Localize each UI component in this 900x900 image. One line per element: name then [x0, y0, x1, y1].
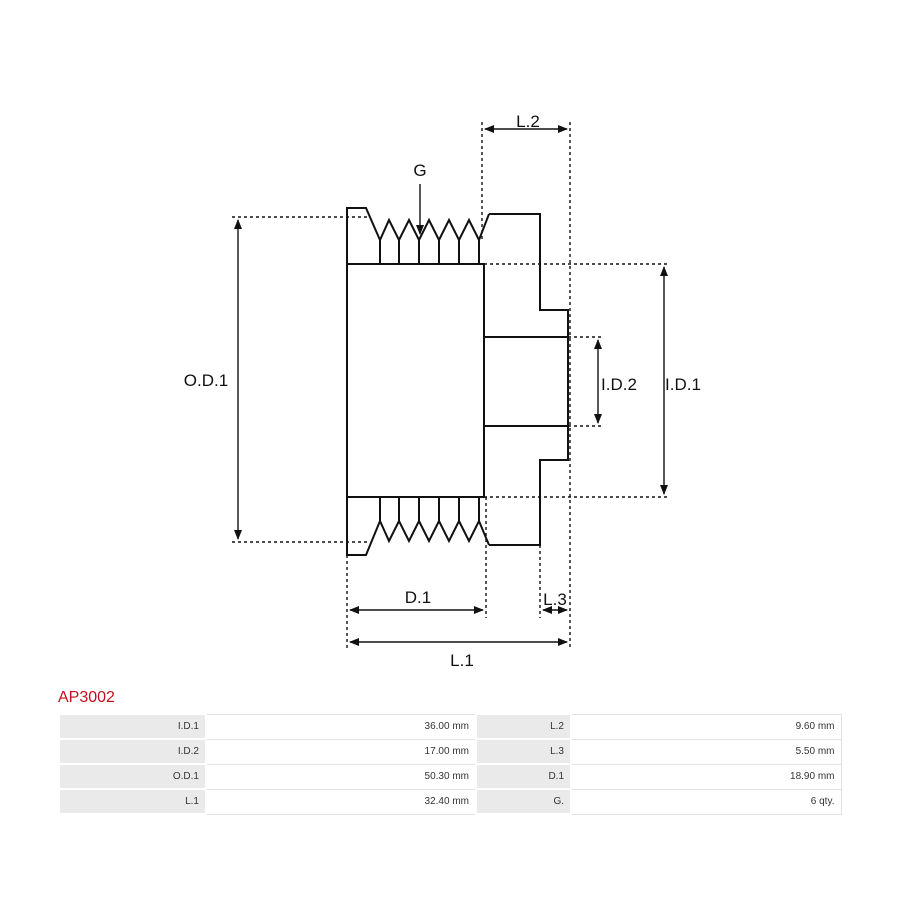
id2-label: I.D.2	[601, 375, 637, 394]
g-label: G	[413, 161, 426, 180]
l3-label: L.3	[543, 590, 567, 609]
spec-key: I.D.2	[58, 738, 207, 765]
spec-value: 18.90 mm	[570, 763, 842, 790]
d1-label: D.1	[405, 588, 431, 607]
l1-label: L.1	[450, 651, 474, 670]
l2-label: L.2	[516, 112, 540, 131]
od1-label: O.D.1	[184, 371, 228, 390]
spec-value: 5.50 mm	[570, 738, 842, 765]
table-row: O.D.1 50.30 mm D.1 18.90 mm	[58, 763, 842, 790]
extension-lines	[232, 122, 670, 648]
spec-key: G.	[475, 788, 572, 815]
table-row: I.D.2 17.00 mm L.3 5.50 mm	[58, 738, 842, 765]
spec-value: 17.00 mm	[205, 738, 477, 765]
spec-key: O.D.1	[58, 763, 207, 790]
product-code: AP3002	[58, 689, 115, 706]
spec-key: D.1	[475, 763, 572, 790]
spec-key: I.D.1	[58, 713, 207, 740]
table-row: L.1 32.40 mm G. 6 qty.	[58, 788, 842, 815]
spec-value: 50.30 mm	[205, 763, 477, 790]
spec-key: L.1	[58, 788, 207, 815]
spec-key: L.3	[475, 738, 572, 765]
spec-key: L.2	[475, 713, 572, 740]
table-row: I.D.1 36.00 mm L.2 9.60 mm	[58, 713, 842, 740]
pulley-technical-drawing: G L.2 O.D.1 I.D.2 I.D.1 D.1 L.3 L.1	[184, 112, 701, 670]
dimension-lines	[234, 125, 668, 646]
spec-value: 6 qty.	[570, 788, 842, 815]
id1-label: I.D.1	[665, 375, 701, 394]
pulley-outline	[346, 207, 569, 556]
spec-value: 32.40 mm	[205, 788, 477, 815]
spec-value: 9.60 mm	[570, 713, 842, 740]
spec-value: 36.00 mm	[205, 713, 477, 740]
specification-table: I.D.1 36.00 mm L.2 9.60 mm I.D.2 17.00 m…	[58, 713, 842, 815]
